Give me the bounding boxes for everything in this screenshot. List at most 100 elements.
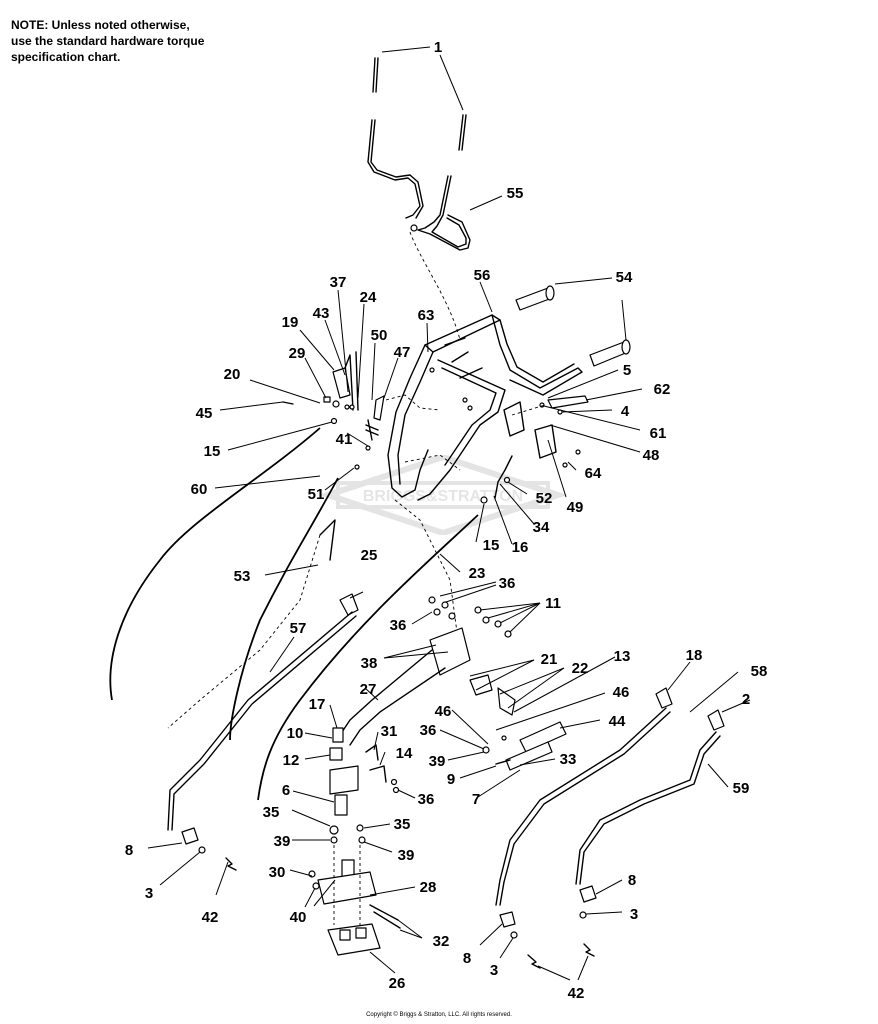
callout-56: 56: [474, 267, 491, 284]
callout-6: 6: [282, 782, 290, 799]
leader-lines: [147, 46, 751, 981]
callout-19: 19: [282, 314, 299, 331]
callout-42: 42: [202, 909, 219, 926]
callout-44: 44: [609, 713, 626, 730]
callout-62: 62: [654, 381, 671, 398]
callout-2: 2: [742, 691, 750, 708]
note-line: use the standard hardware torque: [11, 34, 205, 48]
callout-35: 35: [394, 816, 411, 833]
bottom-hardware: [181, 827, 597, 969]
callout-54: 54: [616, 269, 633, 286]
callout-48: 48: [643, 447, 660, 464]
callout-34: 34: [533, 519, 550, 536]
callout-63: 63: [418, 307, 435, 324]
callout-39: 39: [429, 753, 446, 770]
callout-23: 23: [469, 565, 486, 582]
callout-5: 5: [623, 362, 631, 379]
upper-rods: [372, 57, 467, 151]
callout-labels: 1 55 56 54 63 37 24 43 19 50 29 47 20 45…: [125, 39, 768, 1002]
callout-3: 3: [630, 906, 638, 923]
callout-14: 14: [396, 745, 413, 762]
callout-51: 51: [308, 486, 325, 503]
callout-9: 9: [447, 771, 455, 788]
callout-46: 46: [613, 684, 630, 701]
parts-drawing: [109, 57, 725, 969]
steering-tube: [337, 627, 516, 746]
callout-26: 26: [389, 975, 406, 992]
callout-12: 12: [283, 752, 300, 769]
middle-hardware: [480, 455, 513, 504]
callout-60: 60: [191, 481, 208, 498]
callout-53: 53: [234, 568, 251, 585]
callout-11: 11: [545, 595, 561, 612]
callout-50: 50: [371, 327, 388, 344]
callout-32: 32: [433, 933, 450, 950]
callout-35: 35: [263, 804, 280, 821]
callout-46: 46: [435, 703, 452, 720]
callout-33: 33: [560, 751, 577, 768]
callout-4: 4: [621, 403, 630, 420]
callout-18: 18: [686, 647, 703, 664]
callout-58: 58: [751, 663, 768, 680]
callout-17: 17: [309, 696, 326, 713]
base-plate: [327, 923, 381, 956]
callout-39: 39: [398, 847, 415, 864]
callout-49: 49: [567, 499, 584, 516]
callout-15: 15: [483, 537, 500, 554]
left-control-lever: [282, 351, 385, 470]
callout-8: 8: [125, 842, 133, 859]
callout-36: 36: [420, 722, 437, 739]
callout-41: 41: [336, 431, 353, 448]
callout-3: 3: [145, 885, 153, 902]
right-link-assembly: [482, 721, 567, 771]
callout-8: 8: [628, 872, 636, 889]
callout-38: 38: [361, 655, 378, 672]
note-line: NOTE: Unless noted otherwise,: [11, 18, 190, 32]
callout-36: 36: [390, 617, 407, 634]
callout-24: 24: [360, 289, 377, 306]
callout-3: 3: [490, 962, 498, 979]
callout-7: 7: [472, 791, 480, 808]
shift-rods-right: [495, 687, 725, 906]
callout-36: 36: [418, 791, 435, 808]
note-text: NOTE: Unless noted otherwise, use the st…: [11, 17, 271, 65]
hardware-cluster: [428, 596, 512, 638]
callout-28: 28: [420, 879, 437, 896]
callout-61: 61: [650, 425, 667, 442]
callout-31: 31: [381, 723, 398, 740]
callout-37: 37: [330, 274, 347, 291]
callout-20: 20: [224, 366, 241, 383]
callout-21: 21: [541, 651, 558, 668]
callout-45: 45: [196, 405, 213, 422]
callout-22: 22: [572, 660, 589, 677]
callout-39: 39: [274, 833, 291, 850]
callout-55: 55: [507, 185, 524, 202]
callout-13: 13: [614, 648, 631, 665]
callout-36: 36: [499, 575, 516, 592]
callout-10: 10: [287, 725, 304, 742]
callout-59: 59: [733, 780, 750, 797]
copyright-text: Copyright © Briggs & Stratton, LLC. All …: [366, 1012, 512, 1018]
callout-64: 64: [585, 465, 602, 482]
shift-control-rod: [367, 119, 471, 251]
callout-16: 16: [512, 539, 529, 556]
callout-1: 1: [434, 39, 442, 56]
steering-column: [329, 727, 400, 844]
shift-rods-left: [167, 593, 359, 831]
callout-57: 57: [290, 620, 307, 637]
callout-43: 43: [313, 305, 330, 322]
callout-30: 30: [269, 864, 286, 881]
callout-29: 29: [289, 345, 306, 362]
callout-40: 40: [290, 909, 307, 926]
handlebar-frame: [385, 314, 583, 501]
base-bracket: [308, 845, 401, 929]
callout-42: 42: [568, 985, 585, 1002]
callout-47: 47: [394, 344, 411, 361]
callout-52: 52: [536, 490, 553, 507]
right-bracket-hardware: [503, 395, 589, 468]
note-line: specification chart.: [11, 50, 121, 64]
callout-27: 27: [360, 681, 377, 698]
callout-25: 25: [361, 547, 378, 564]
hand-grips: [515, 285, 631, 367]
